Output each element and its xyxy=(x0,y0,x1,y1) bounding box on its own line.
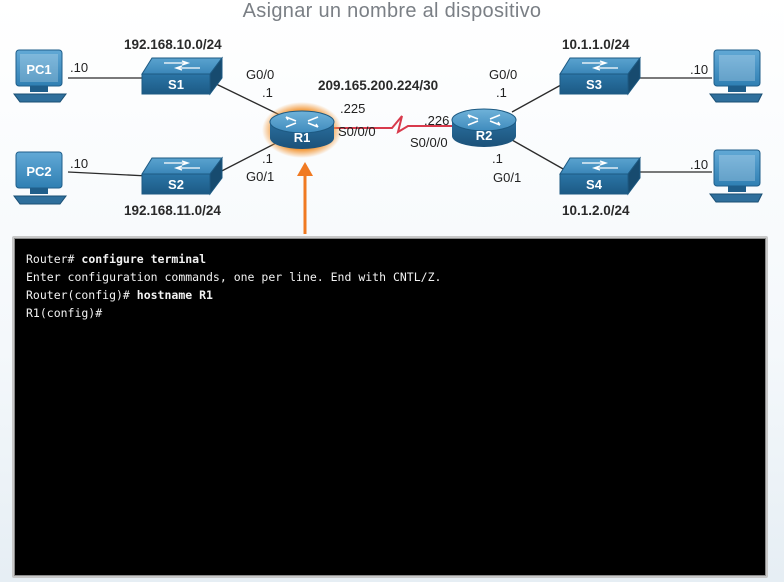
router-r2-icon: R2 xyxy=(451,108,517,147)
terminal-line: Enter configuration commands, one per li… xyxy=(26,268,754,286)
terminal-prompt: Router(config)# xyxy=(26,288,137,302)
pc1-label: PC1 xyxy=(26,62,51,77)
terminal-command: hostname R1 xyxy=(136,288,213,302)
link-s1-r1 xyxy=(211,81,283,117)
r1-g01-interface-label: G0/1 xyxy=(246,169,275,184)
switch-s3-icon: S3 xyxy=(559,56,641,96)
router-r1-label: R1 xyxy=(294,130,311,145)
pc2-label: PC2 xyxy=(26,164,51,179)
switch-s4-icon: S4 xyxy=(559,156,641,196)
r2-g00-interface-label: G0/0 xyxy=(489,67,518,82)
pc4-host-label: .10 xyxy=(690,157,709,172)
pc1-host-label: .10 xyxy=(70,60,89,75)
network-lan1-label: 192.168.10.0/24 xyxy=(124,37,222,52)
r2-g00-ip-label: .1 xyxy=(496,85,507,100)
terminal-line: Router(config)# hostname R1 xyxy=(26,286,754,304)
pc2-host-label: .10 xyxy=(70,156,89,171)
r2-g01-ip-label: .1 xyxy=(492,151,503,166)
r1-g00-interface-label: G0/0 xyxy=(246,67,275,82)
r2-s000-interface-label: S0/0/0 xyxy=(410,135,448,150)
terminal-prompt: Enter configuration commands, one per li… xyxy=(26,270,442,284)
link-r2-s4 xyxy=(511,139,573,175)
terminal-line: Router# configure terminal xyxy=(26,250,754,268)
switch-s1-icon: S1 xyxy=(141,56,223,96)
r2-g01-interface-label: G0/1 xyxy=(493,170,522,185)
pc3-icon xyxy=(709,49,763,103)
terminal-window[interactable]: Router# configure terminal Enter configu… xyxy=(12,236,768,578)
switch-s4-label: S4 xyxy=(586,177,603,192)
terminal-prompt: Router# xyxy=(26,252,82,266)
router-r2-label: R2 xyxy=(476,128,493,143)
terminal-line: R1(config)# xyxy=(26,304,754,322)
r1-s000-ip-label: .225 xyxy=(340,101,366,116)
switch-s3-label: S3 xyxy=(586,77,602,92)
switch-s1-label: S1 xyxy=(168,77,184,92)
network-lan4-label: 10.1.2.0/24 xyxy=(562,203,630,218)
highlight-arrow-icon xyxy=(297,162,313,234)
router-r1-icon: R1 xyxy=(262,102,342,158)
network-wan-label: 209.165.200.224/30 xyxy=(318,78,439,93)
terminal-prompt: R1(config)# xyxy=(26,306,103,320)
topology-canvas: PC1 PC2 S1 xyxy=(13,49,763,234)
pc3-host-label: .10 xyxy=(690,62,709,77)
r1-g01-ip-label: .1 xyxy=(262,151,273,166)
pc4-icon xyxy=(709,149,763,203)
terminal-output: Router# configure terminal Enter configu… xyxy=(26,250,754,322)
network-lan2-label: 192.168.11.0/24 xyxy=(124,203,221,218)
pc2-icon: PC2 xyxy=(13,151,67,205)
pc1-icon: PC1 xyxy=(13,49,67,103)
switch-s2-icon: S2 xyxy=(141,156,223,196)
page-title: Asignar un nombre al dispositivo xyxy=(242,0,542,22)
switch-s2-label: S2 xyxy=(168,177,184,192)
serial-link-r1-r2 xyxy=(334,115,454,135)
link-pc2-s2 xyxy=(67,171,149,177)
network-lan3-label: 10.1.1.0/24 xyxy=(562,37,630,52)
terminal-command: configure terminal xyxy=(81,252,207,266)
r1-s000-interface-label: S0/0/0 xyxy=(338,124,376,139)
r2-s000-ip-label: .226 xyxy=(424,113,450,128)
r1-g00-ip-label: .1 xyxy=(262,85,273,100)
